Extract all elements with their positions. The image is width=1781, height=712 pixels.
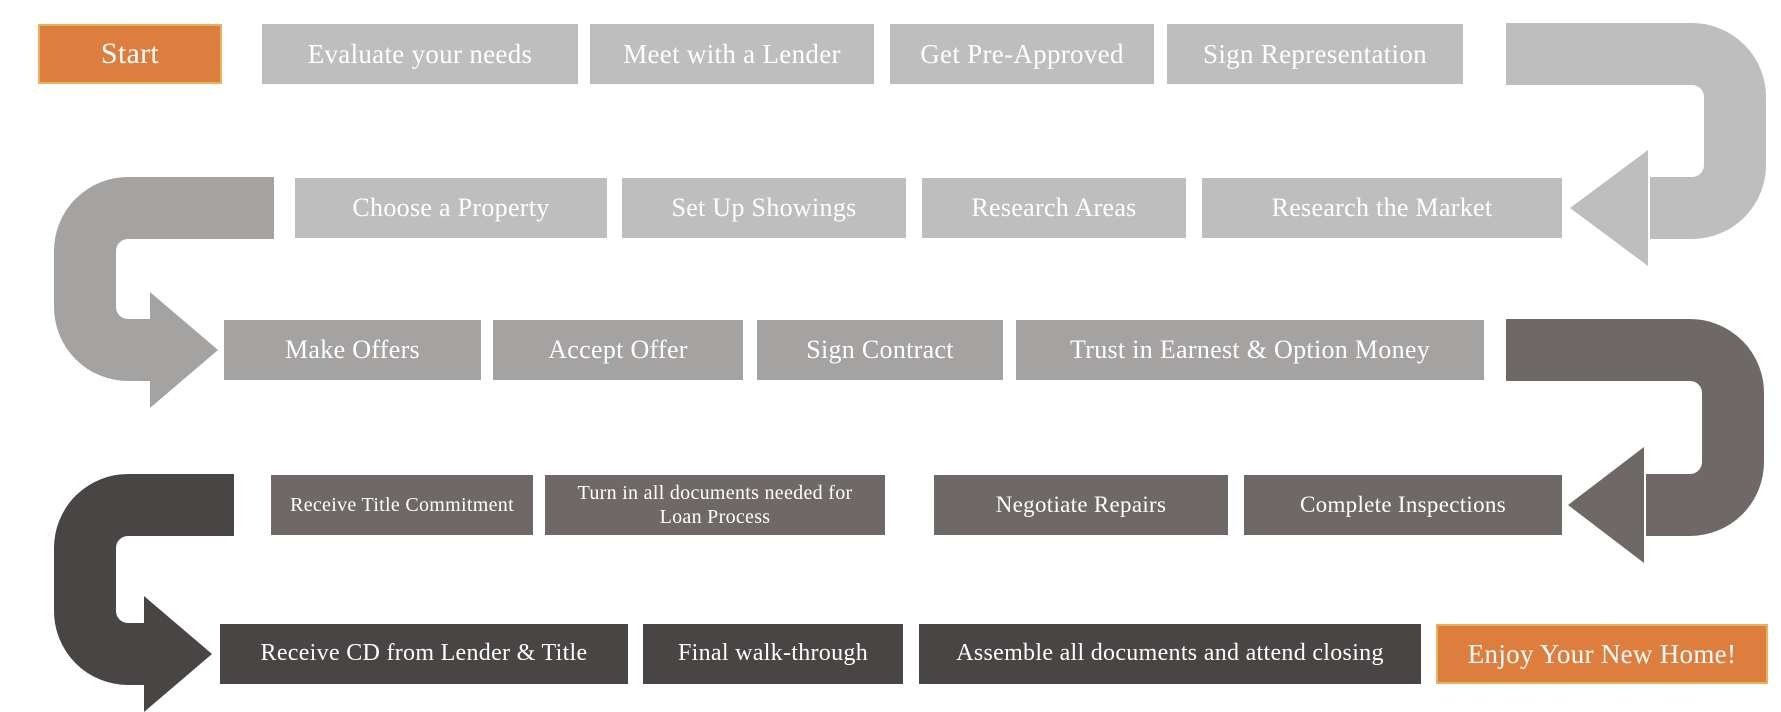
arrow-row2-to-row3-head xyxy=(150,292,218,408)
step-receive-cd-from-lender-and-title: Receive CD from Lender & Title xyxy=(220,624,628,684)
step-get-pre-approved: Get Pre-Approved xyxy=(890,24,1154,84)
step-make-offers: Make Offers xyxy=(224,320,481,380)
step-turn-in-all-documents-needed-for-loan-process: Turn in all documents needed for Loan Pr… xyxy=(545,475,885,535)
step-enjoy-your-new-home: Enjoy Your New Home! xyxy=(1436,624,1768,684)
step-choose-a-property: Choose a Property xyxy=(295,178,607,238)
step-evaluate-your-needs: Evaluate your needs xyxy=(262,24,578,84)
arrow-row4-to-row5-head xyxy=(144,596,212,712)
step-set-up-showings: Set Up Showings xyxy=(622,178,906,238)
step-receive-title-commitment: Receive Title Commitment xyxy=(271,475,533,535)
arrow-row2-to-row3 xyxy=(54,177,274,408)
arrow-row3-to-row4 xyxy=(1506,319,1764,563)
step-complete-inspections: Complete Inspections xyxy=(1244,475,1562,535)
step-assemble-all-documents-and-attend-closing: Assemble all documents and attend closin… xyxy=(919,624,1421,684)
step-trust-in-earnest-and-option-money: Trust in Earnest & Option Money xyxy=(1016,320,1484,380)
step-start: Start xyxy=(38,24,222,84)
step-accept-offer: Accept Offer xyxy=(493,320,743,380)
arrow-row3-to-row4-head xyxy=(1568,447,1644,563)
arrow-row4-to-row5 xyxy=(54,474,234,712)
step-sign-representation: Sign Representation xyxy=(1167,24,1463,84)
step-research-areas: Research Areas xyxy=(922,178,1186,238)
step-sign-contract: Sign Contract xyxy=(757,320,1003,380)
step-negotiate-repairs: Negotiate Repairs xyxy=(934,475,1228,535)
step-meet-with-a-lender: Meet with a Lender xyxy=(590,24,874,84)
arrow-row1-to-row2-head xyxy=(1570,150,1648,266)
step-research-the-market: Research the Market xyxy=(1202,178,1562,238)
step-final-walk-through: Final walk-through xyxy=(643,624,903,684)
arrow-row1-to-row2 xyxy=(1506,22,1766,266)
